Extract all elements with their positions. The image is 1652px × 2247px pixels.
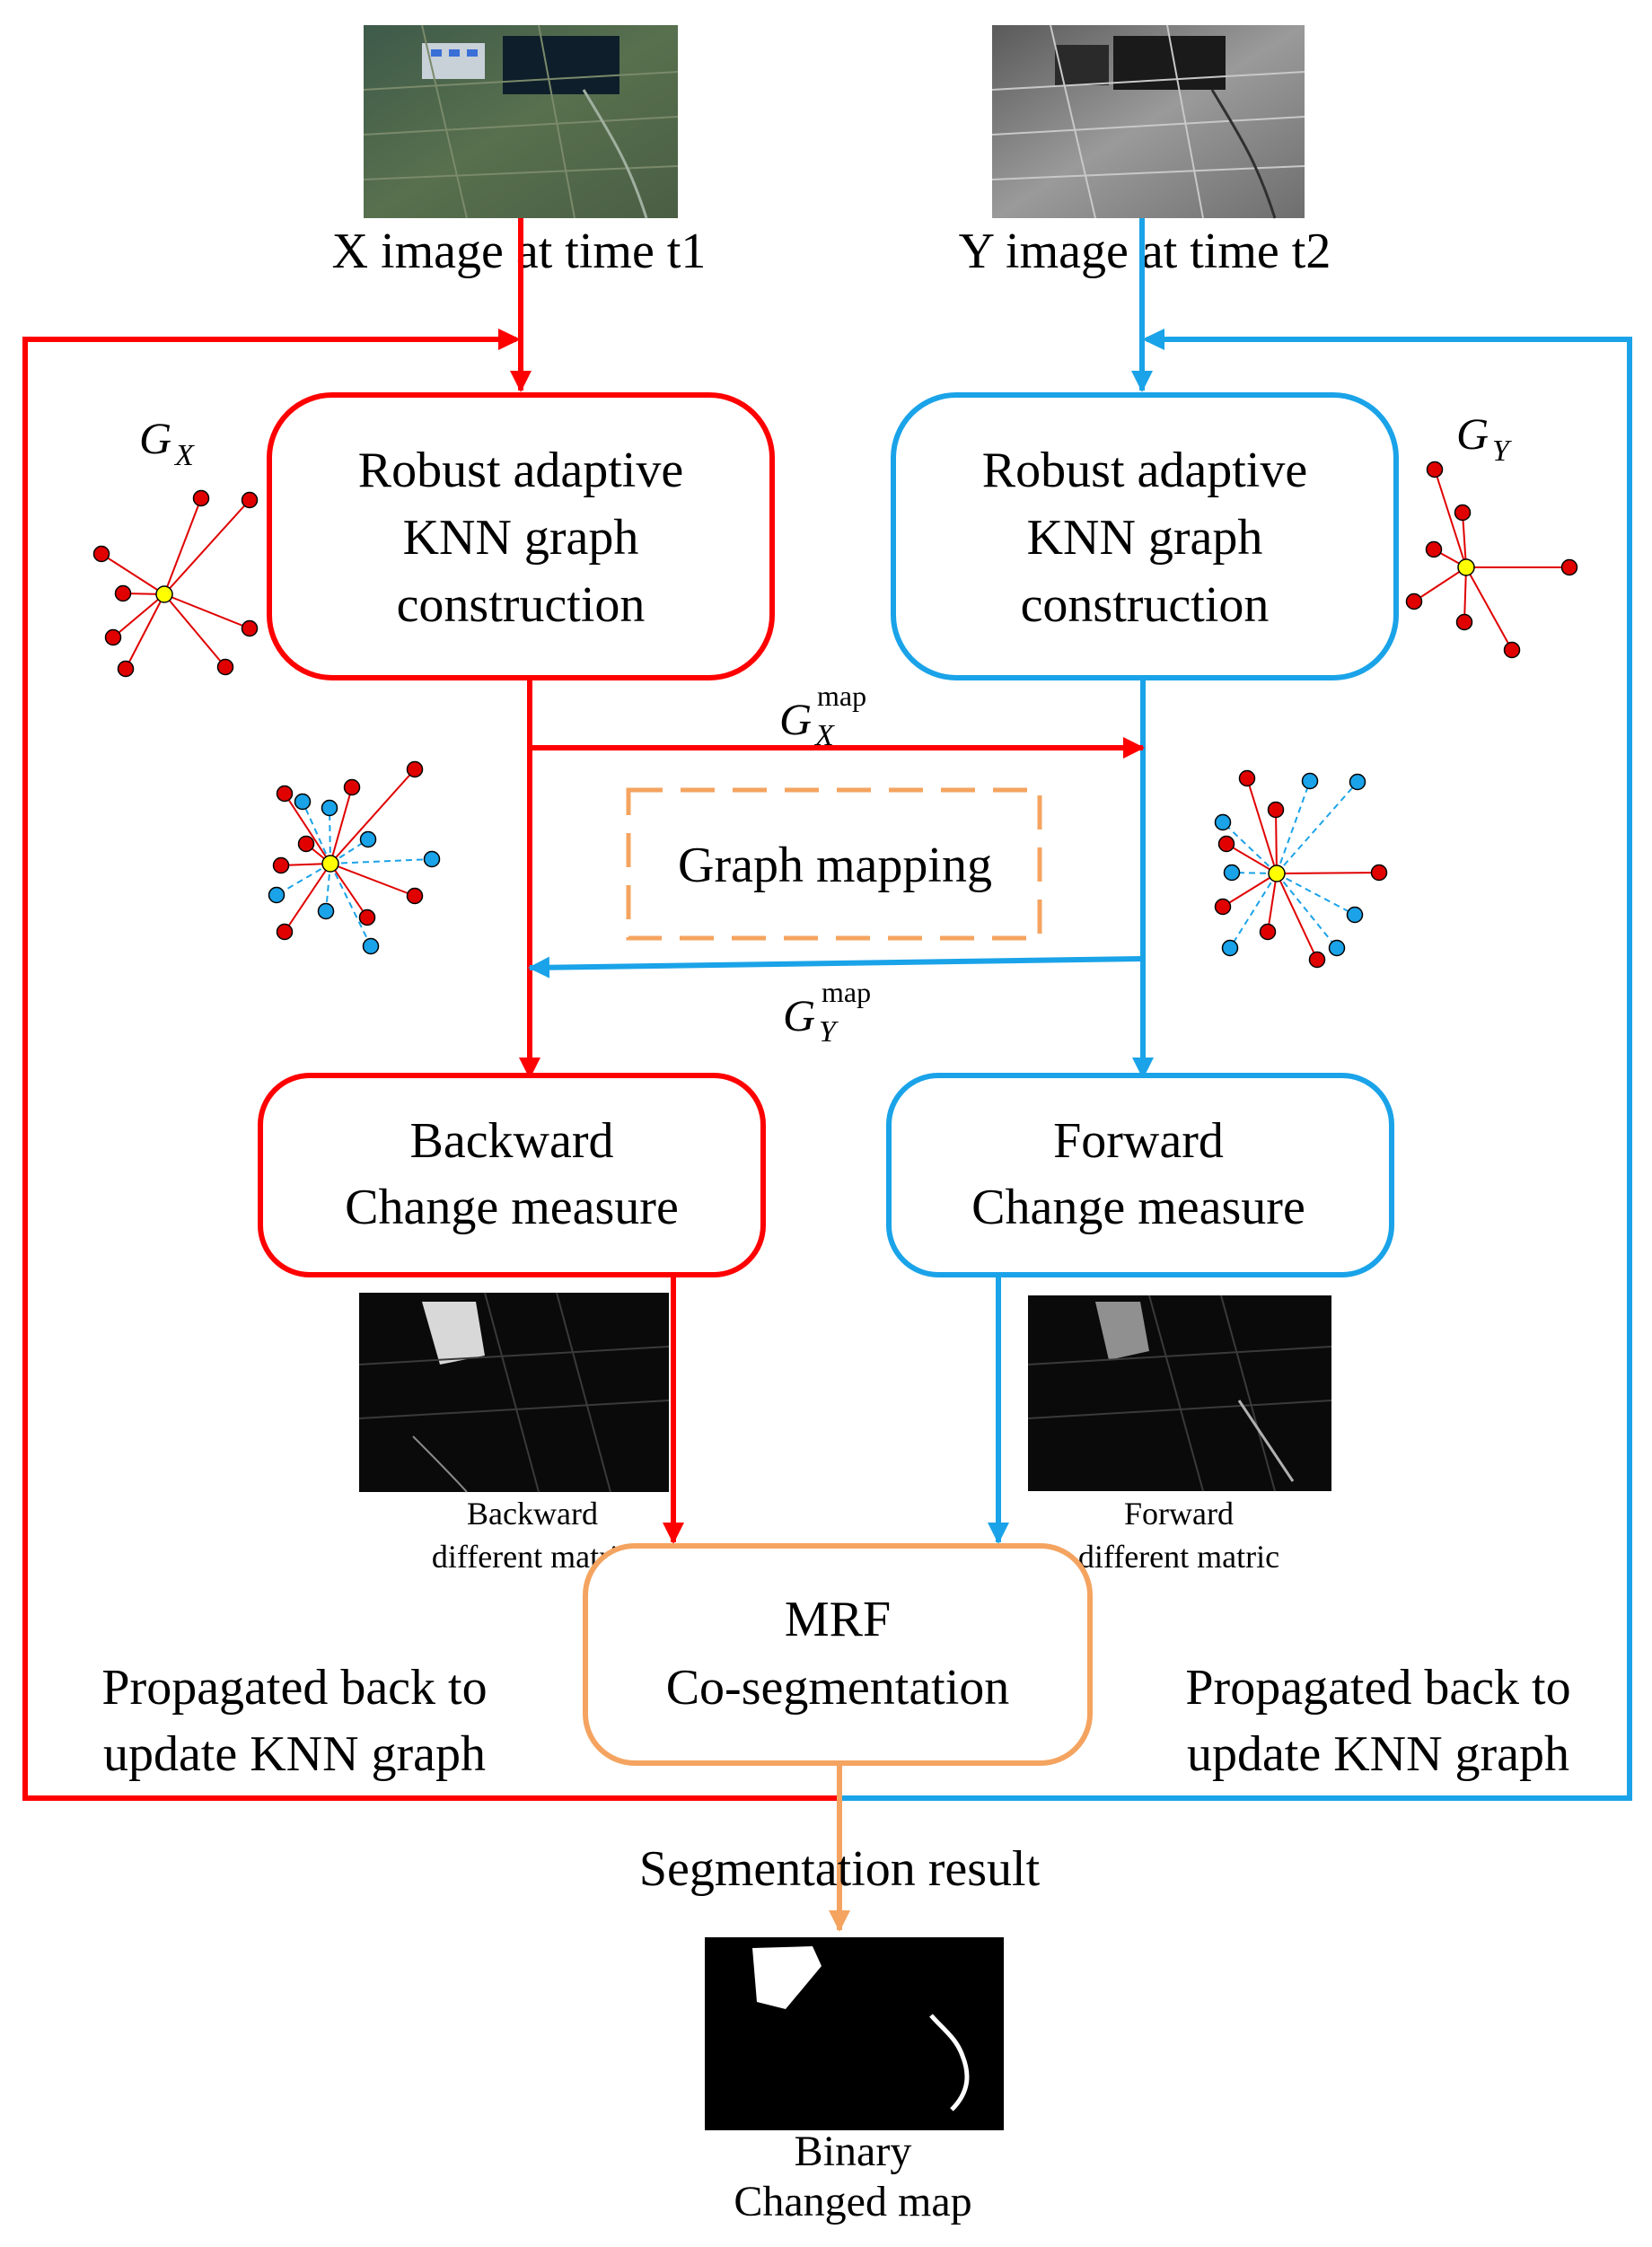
gy-sub: Y	[1492, 434, 1512, 468]
y-input-image	[991, 24, 1305, 219]
right-mixed-graph	[1214, 769, 1388, 969]
forward-map-label-1: Forward	[1124, 1496, 1234, 1532]
gx-sub: X	[173, 439, 195, 472]
segmentation-result-label: Segmentation result	[639, 1841, 1041, 1897]
blue-feedback-arrowhead	[1142, 329, 1164, 350]
forward-line-2: Change measure	[971, 1180, 1305, 1235]
knn-right-line-3: construction	[1021, 577, 1270, 633]
blue-feedback-line	[839, 337, 1632, 1801]
x-input-image	[363, 24, 679, 219]
backward-box: Backward Change measure	[258, 1073, 766, 1277]
left-feedback-label-2: update KNN graph	[103, 1726, 486, 1782]
gx-map-symbol: G map X	[779, 680, 866, 752]
right-feedback-label-1: Propagated back to	[1185, 1660, 1570, 1716]
forward-map-label-2: different matric	[1078, 1539, 1279, 1575]
gxmap-sup: map	[817, 680, 866, 712]
gy-map-arrow	[528, 956, 1144, 979]
gy-map-symbol: G map Y	[783, 976, 871, 1049]
red-feedback-line	[22, 337, 839, 1801]
gx-g: G	[139, 413, 171, 463]
graph-mapping-label: Graph mapping	[678, 838, 992, 893]
mrf-box: MRF Co-segmentation	[583, 1543, 1093, 1766]
knn-left-line-2: KNN graph	[403, 510, 639, 566]
mrf-line-2: Co-segmentation	[666, 1660, 1010, 1716]
backward-difference-map	[358, 1292, 670, 1493]
binary-change-map	[705, 1937, 1004, 2130]
gxmap-g: G	[779, 694, 812, 744]
right-feedback-label-2: update KNN graph	[1187, 1726, 1569, 1782]
gxmap-sub: X	[813, 719, 835, 752]
knn-left-line-1: Robust adaptive	[358, 443, 683, 498]
backward-map-label-1: Backward	[467, 1496, 598, 1532]
knn-right-line-1: Robust adaptive	[982, 443, 1307, 498]
graph-mapping-box: Graph mapping	[626, 787, 1042, 941]
gymap-sup: map	[822, 976, 871, 1008]
gymap-sub: Y	[819, 1015, 839, 1049]
binary-label-2: Changed map	[734, 2178, 971, 2225]
knn-right-line-2: KNN graph	[1027, 510, 1263, 566]
backward-line-1: Backward	[409, 1113, 613, 1169]
gy-star-graph	[1405, 461, 1578, 659]
left-mixed-graph	[268, 760, 441, 955]
gy-g: G	[1456, 408, 1489, 459]
backward-line-2: Change measure	[345, 1180, 679, 1235]
mrf-line-1: MRF	[785, 1592, 891, 1647]
left-feedback-label-1: Propagated back to	[101, 1660, 487, 1716]
knn-box-right: Robust adaptive KNN graph construction	[891, 392, 1399, 680]
binary-label-1: Binary	[795, 2128, 912, 2175]
gx-star-graph	[92, 489, 259, 678]
gy-symbol: G Y	[1456, 408, 1512, 468]
forward-line-1: Forward	[1053, 1113, 1224, 1169]
forward-box: Forward Change measure	[886, 1073, 1394, 1277]
knn-box-left: Robust adaptive KNN graph construction	[267, 392, 775, 680]
red-feedback-arrowhead	[498, 329, 521, 350]
gx-symbol: G X	[139, 413, 195, 472]
knn-left-line-3: construction	[397, 577, 646, 633]
forward-difference-map	[1027, 1295, 1332, 1492]
gymap-g: G	[783, 990, 815, 1040]
